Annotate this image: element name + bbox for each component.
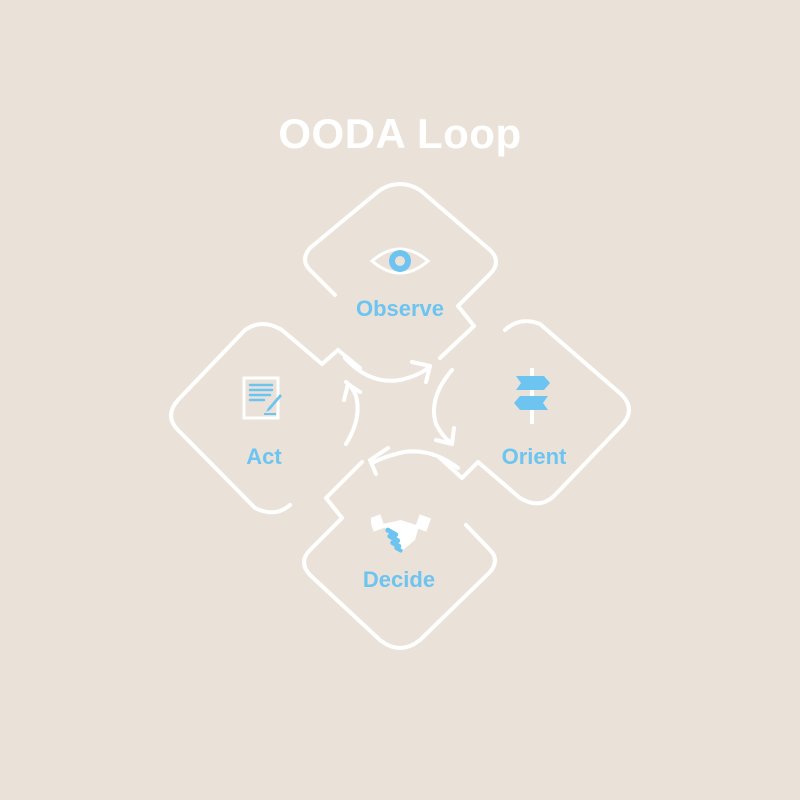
eye-icon xyxy=(369,243,431,284)
signpost-icon xyxy=(512,368,552,429)
arrowhead-orient-to-decide xyxy=(434,426,456,446)
act-outline xyxy=(169,322,362,515)
arrow-observe-to-orient xyxy=(343,356,430,383)
page-title: OODA Loop xyxy=(278,110,522,157)
document-pen-icon xyxy=(242,376,286,425)
stage-label-orient: Orient xyxy=(501,444,567,469)
arrowhead-act-to-observe xyxy=(342,382,362,402)
arrowhead-observe-to-orient xyxy=(410,360,432,384)
arrow-orient-to-decide xyxy=(432,368,454,444)
observe-outline xyxy=(303,182,498,360)
stage-label-observe: Observe xyxy=(355,296,445,321)
stage-label-act: Act xyxy=(246,444,282,469)
arrow-decide-to-act xyxy=(372,449,460,470)
handshake-icon xyxy=(368,514,432,559)
decide-outline xyxy=(302,460,497,650)
stage-label-decide: Decide xyxy=(362,567,436,592)
arrowhead-decide-to-act xyxy=(368,446,390,476)
orient-outline xyxy=(438,319,631,506)
